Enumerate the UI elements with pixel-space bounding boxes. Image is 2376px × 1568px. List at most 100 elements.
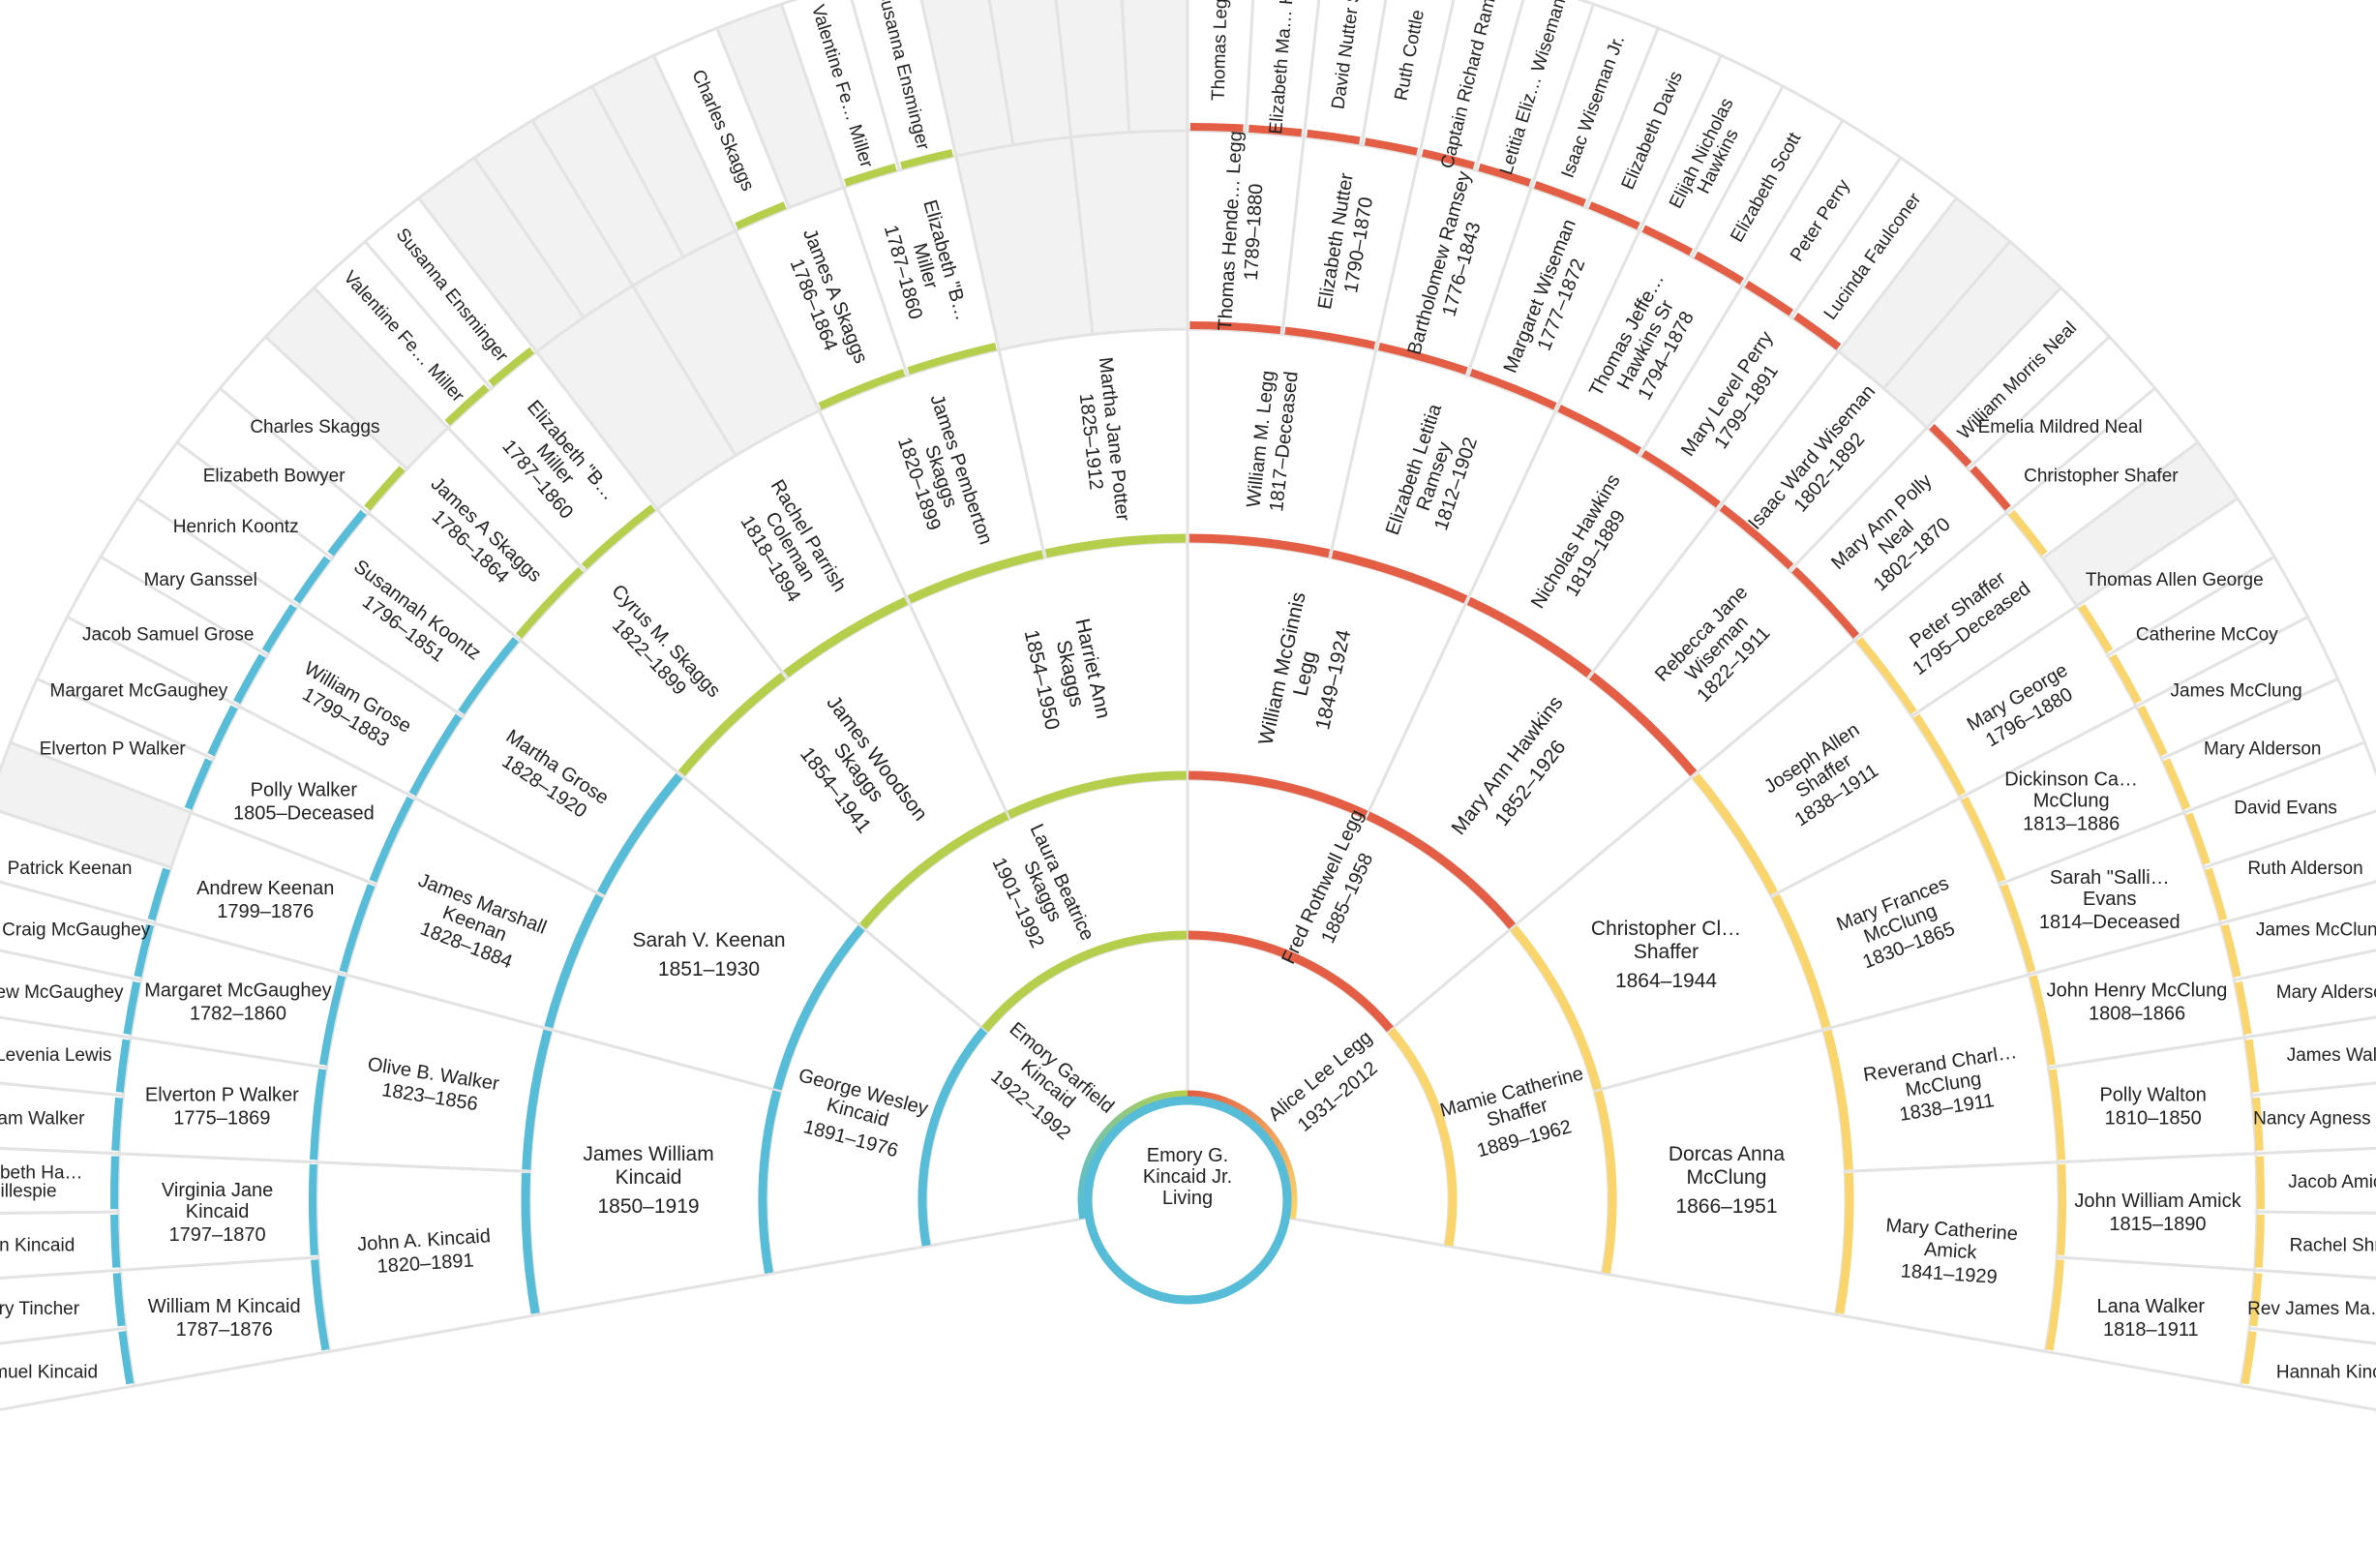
ancestor-dates: 1864–1944 — [1615, 970, 1717, 992]
ancestor-name-line: John Henry McClung — [2047, 980, 2228, 1002]
ancestor-name-line: Patrick Keenan — [8, 859, 133, 879]
lineage-color-arc — [2137, 705, 2168, 757]
lineage-color-arc — [293, 556, 331, 604]
lineage-color-arc — [1387, 1027, 1458, 1247]
ancestor-name-line: Andrew Keenan — [196, 878, 334, 899]
ancestor-dates: 1787–1876 — [176, 1319, 273, 1341]
ancestor-dates: 1810–1850 — [2105, 1108, 2202, 1130]
ancestor-name-line: Mary Craig McGaughey — [0, 920, 151, 941]
lineage-color-arc — [1044, 533, 1187, 558]
ancestor-name-line: Shaffer — [1634, 941, 1699, 963]
lineage-color-arc — [2244, 1039, 2260, 1093]
ancestor-name-line: Sarah "Salli… — [2050, 867, 2170, 889]
lineage-color-arc — [1822, 1029, 1853, 1170]
lineage-color-arc — [2109, 653, 2142, 705]
ancestor-name-line: John William Amick — [2074, 1191, 2241, 1212]
ancestor-label: James Walton — [2287, 1045, 2376, 1066]
lineage-color-arc — [309, 1069, 327, 1161]
ancestor-name-line: Margaret McGaughey — [50, 681, 228, 702]
lineage-color-arc — [2234, 980, 2252, 1036]
lineage-color-arc — [1719, 504, 1794, 570]
lineage-color-arc — [2057, 1163, 2066, 1256]
lineage-color-arc — [364, 466, 406, 511]
lineage-color-arc — [1589, 672, 1698, 776]
ancestor-name-line: David Evans — [2234, 799, 2337, 819]
ancestor-name-line: Polly Walton — [2099, 1085, 2206, 1106]
empty-ancestor-slot — [1120, 0, 1189, 135]
ancestor-name-line: Rachel Shroyer — [2290, 1236, 2376, 1256]
lineage-color-arc — [112, 1273, 126, 1327]
root-circle — [1083, 1096, 1292, 1305]
ancestor-label: Patrick Keenan — [8, 859, 133, 879]
lineage-color-arc — [1793, 313, 1842, 350]
ancestor-label: Samuel Kincaid — [0, 1362, 98, 1382]
lineage-color-arc — [1557, 405, 1642, 455]
root-person[interactable]: Emory G.Kincaid Jr.Living — [1083, 1096, 1292, 1305]
lineage-color-arc — [1307, 129, 1361, 145]
lineage-color-arc — [900, 149, 954, 170]
ancestor-name-line: Ruth Alderson — [2247, 859, 2362, 879]
lineage-color-arc — [1692, 772, 1778, 895]
lineage-color-arc — [444, 384, 490, 426]
lineage-color-arc — [2221, 923, 2241, 978]
ancestor-name-line: Kincaid — [616, 1166, 682, 1189]
ancestor-label: Emelia Mildred Neal — [1978, 417, 2143, 437]
lineage-color-arc — [2029, 975, 2057, 1066]
lineage-color-arc — [1593, 1090, 1617, 1274]
ancestor-dates: 1789–1880 — [1241, 183, 1267, 281]
ancestor-name-line: Nancy Agness McClung — [2253, 1108, 2376, 1129]
lineage-color-arc — [818, 368, 906, 410]
ancestor-name-line: Christopher Cl… — [1591, 918, 1741, 940]
ancestor-label: Hannah Kincaid — [2276, 1362, 2376, 1382]
ancestor-name-line: James McClung — [2171, 681, 2302, 702]
ancestor-name-line: Christopher Shafer — [2024, 467, 2179, 487]
ancestor-dates: 1851–1930 — [658, 958, 760, 980]
ancestor-cell-gen6[interactable] — [2239, 1326, 2376, 1419]
ancestor-name-line: Lana Walker — [2097, 1296, 2206, 1317]
ancestor-dates: 1866–1951 — [1675, 1195, 1777, 1218]
lineage-color-arc — [758, 1090, 782, 1274]
ancestor-name-line: Dickinson Ca… — [2004, 769, 2138, 790]
lineage-color-arc — [1077, 1090, 1188, 1220]
empty-ancestor-slot — [1069, 129, 1189, 337]
ancestor-label: Mary Craig McGaughey — [0, 920, 151, 941]
ancestor-dates: 1799–1876 — [217, 901, 314, 922]
root-label: Emory G.Kincaid Jr.Living — [1143, 1145, 1232, 1209]
lineage-color-arc — [458, 637, 520, 715]
lineage-color-arc — [1284, 326, 1376, 349]
lineage-color-arc — [1188, 770, 1368, 819]
lineage-color-arc — [311, 1259, 330, 1351]
ancestor-dates: 1814–Deceased — [2039, 912, 2181, 933]
lineage-color-arc — [2045, 1259, 2064, 1351]
lineage-color-arc — [1466, 596, 1592, 678]
ancestor-cell-gen5[interactable] — [2055, 1152, 2259, 1272]
ancestor-label: Sarah V. Keenan 1851–1930 — [632, 929, 785, 980]
lineage-color-arc — [1364, 137, 1419, 156]
ancestor-name-line: Thomas Allen George — [2086, 570, 2264, 590]
ancestor-dates: 1775–1869 — [173, 1108, 270, 1130]
ancestor-name-line: John Kincaid — [0, 1236, 75, 1256]
ancestor-name-line: Mary Ganssel — [144, 570, 257, 590]
lineage-color-arc — [907, 550, 1044, 604]
lineage-color-arc — [110, 1156, 119, 1210]
lineage-color-arc — [1855, 637, 1917, 715]
ancestor-name-line: Mary Alderson — [2276, 982, 2376, 1003]
lineage-color-arc — [1189, 321, 1281, 335]
ancestor-name-line: Evans — [2083, 889, 2137, 910]
lineage-color-arc — [1007, 770, 1187, 819]
lineage-color-arc — [917, 1027, 988, 1247]
ancestor-label: David Evans — [2234, 799, 2337, 819]
ancestor-cell-shape — [2055, 1152, 2259, 1272]
lineage-color-arc — [111, 1097, 124, 1151]
ancestor-name-line: Sarah V. Keenan — [632, 929, 785, 951]
ancestor-dates: 1797–1870 — [169, 1224, 266, 1246]
lineage-color-arc — [735, 201, 787, 230]
ancestor-cells — [0, 0, 2376, 1419]
